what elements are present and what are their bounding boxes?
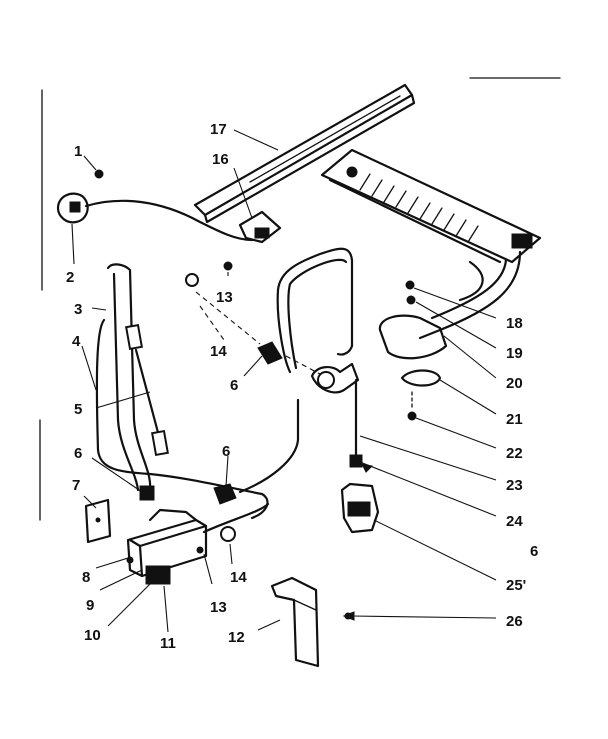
- label-17: 17: [210, 121, 227, 138]
- scan-edge-marks: [39, 77, 561, 521]
- label-13-bottom: 13: [210, 599, 227, 616]
- bracket-plate-12: [270, 576, 320, 668]
- label-5: 5: [74, 401, 82, 418]
- pilot-burner-part: [340, 482, 380, 534]
- label-3: 3: [74, 301, 82, 318]
- screw-13-top: [223, 261, 233, 271]
- sensing-bulb-5: [125, 323, 169, 457]
- tube-3-part: [106, 263, 152, 492]
- bracket-clamp-part: [238, 210, 282, 244]
- label-25: 25': [506, 577, 526, 594]
- label-14-top: 14: [210, 343, 227, 360]
- part-18-dot: [405, 280, 415, 290]
- gas-tube-part: [238, 247, 354, 494]
- orifice-fitting-part: [310, 362, 360, 394]
- label-6-left: 6: [74, 445, 82, 462]
- label-6-right: 6: [530, 543, 538, 560]
- label-18: 18: [506, 315, 523, 332]
- label-12: 12: [228, 629, 245, 646]
- clip-14-bottom: [220, 526, 236, 542]
- label-16: 16: [212, 151, 229, 168]
- label-9: 9: [86, 597, 94, 614]
- label-26: 26: [506, 613, 523, 630]
- label-4: 4: [72, 333, 81, 350]
- pilot-shield-part: [400, 369, 442, 387]
- label-20: 20: [506, 375, 523, 392]
- fitting-6-left: [139, 485, 155, 501]
- label-6-middle: 6: [222, 443, 230, 460]
- label-22: 22: [506, 445, 523, 462]
- label-8: 8: [82, 569, 90, 586]
- plate-7-part: [84, 498, 112, 544]
- label-6-center: 6: [230, 377, 238, 394]
- label-7: 7: [72, 477, 80, 494]
- screw-13-bottom: [196, 546, 204, 554]
- mounting-rail-part: [193, 83, 416, 224]
- part-19-dot: [406, 295, 416, 305]
- label-1: 1: [74, 143, 82, 160]
- part-labels: 1 2 3 4 5 6 6 6 6 7 8 9 10 11 12 13 13 1…: [66, 121, 538, 652]
- label-23: 23: [506, 477, 523, 494]
- label-21: 21: [506, 411, 523, 428]
- label-10: 10: [84, 627, 101, 644]
- label-2: 2: [66, 269, 74, 286]
- burner-part: [320, 148, 542, 264]
- fitting-6-middle: [213, 483, 237, 505]
- label-14-bottom: 14: [230, 569, 247, 586]
- leader-lines: [71, 129, 497, 633]
- label-24: 24: [506, 513, 523, 530]
- screw-22: [407, 411, 417, 421]
- gas-valve-part: [126, 502, 270, 585]
- pilot-tube-part: [349, 378, 363, 468]
- fitting-6-center: [257, 341, 283, 365]
- label-19: 19: [506, 345, 523, 362]
- capillary-4-part: [95, 318, 269, 520]
- clip-14-top: [185, 273, 199, 287]
- control-knob-part: [56, 169, 254, 242]
- label-11: 11: [160, 635, 176, 652]
- label-13-top: 13: [216, 289, 233, 306]
- burner-tube-part: [378, 250, 522, 360]
